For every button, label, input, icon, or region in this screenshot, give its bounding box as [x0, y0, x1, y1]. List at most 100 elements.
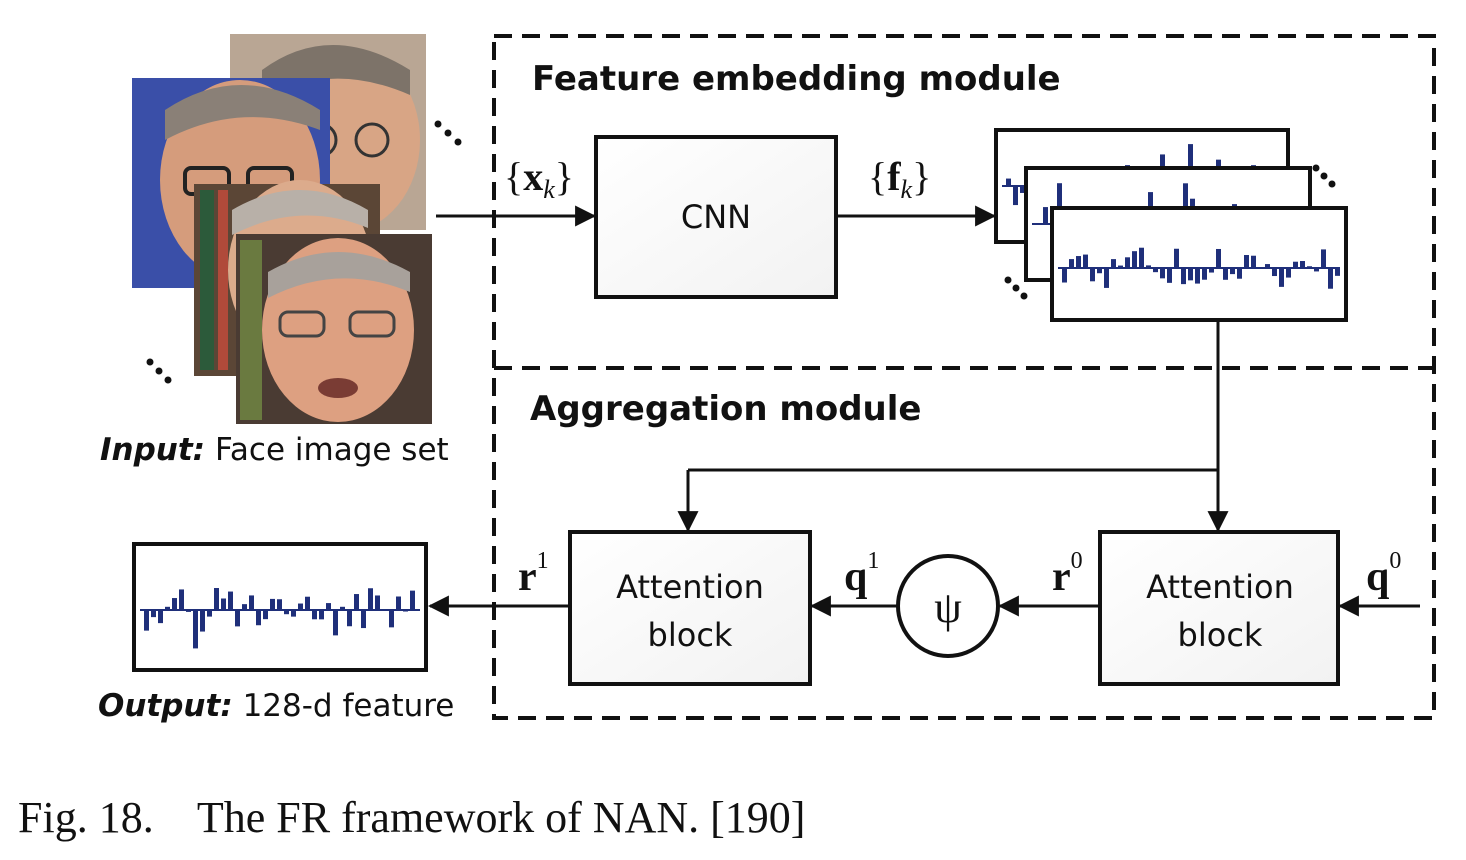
feature-bar — [1321, 249, 1326, 268]
feature-bar — [249, 595, 254, 610]
feature-bar — [1118, 265, 1123, 268]
feature-bar — [1300, 261, 1305, 268]
feature-bar — [1251, 255, 1256, 268]
feature-bar — [1209, 268, 1214, 273]
feature-bar — [312, 610, 317, 620]
feature-bar — [1328, 268, 1333, 289]
feature-bar — [375, 595, 380, 610]
feature-bar — [242, 604, 247, 610]
ellipsis-dots-cards-top — [1312, 164, 1336, 188]
feature-bar — [347, 610, 352, 627]
feature-bar — [1183, 183, 1188, 224]
feature-bar — [1314, 268, 1319, 272]
figure-caption: Fig. 18. The FR framework of NAN. [190] — [18, 793, 806, 842]
feature-bar — [256, 610, 261, 626]
feature-bar — [151, 610, 156, 618]
feature-bar — [1258, 268, 1263, 269]
feature-bar — [1146, 265, 1151, 268]
feature-bar — [1057, 183, 1062, 224]
feature-bar — [1307, 266, 1312, 268]
feature-bar — [1237, 268, 1242, 279]
feature-bar — [1188, 268, 1193, 281]
feature-bar — [305, 596, 310, 610]
feature-embedding-module-title: Feature embedding module — [532, 59, 1061, 99]
feature-bar — [1139, 247, 1144, 268]
feature-bar — [1174, 248, 1179, 268]
feature-bar — [1244, 255, 1249, 268]
feature-bar — [361, 610, 366, 629]
feature-bar — [263, 610, 268, 620]
feature-bar — [228, 591, 233, 610]
feature-bar — [1188, 144, 1193, 186]
feature-bar — [284, 610, 289, 615]
feature-bar — [1286, 268, 1291, 278]
fk-label: {fk} — [868, 154, 931, 204]
feature-bar — [396, 596, 401, 610]
feature-bar — [270, 598, 275, 610]
feature-bar — [186, 610, 191, 612]
output-label: Output: 128-d feature — [98, 688, 454, 724]
feature-bar — [1279, 268, 1284, 287]
feature-bar — [193, 610, 198, 649]
q1-label: q1 — [844, 548, 879, 600]
xk-label: {xk} — [504, 154, 574, 204]
psi-label: ψ — [934, 583, 962, 632]
attention-block-1 — [568, 530, 812, 686]
feature-bar — [179, 589, 184, 610]
feature-bar — [1132, 251, 1137, 268]
feature-bar — [221, 598, 226, 610]
feature-to-aggregation-connector — [677, 320, 1229, 533]
output-feature-card — [132, 542, 428, 672]
ellipsis-dots-bottom — [146, 358, 172, 384]
r1-label: r1 — [518, 548, 549, 600]
feature-bar — [333, 610, 338, 636]
feature-bar — [1272, 268, 1277, 277]
feature-bar — [1111, 259, 1116, 268]
feature-bar — [1062, 268, 1067, 283]
feature-bar — [410, 590, 415, 610]
feature-bar — [158, 610, 163, 624]
feature-bar — [1223, 268, 1228, 280]
feature-bar — [165, 606, 170, 610]
feature-bar — [1104, 268, 1109, 288]
feature-bar — [1090, 268, 1095, 282]
feature-bar — [235, 610, 240, 627]
feature-bar — [144, 610, 149, 631]
feature-bar — [200, 610, 205, 632]
attention-block-1-line2: block — [648, 616, 733, 654]
feature-bar — [172, 598, 177, 610]
feature-bar — [1202, 268, 1207, 280]
ellipsis-dots-top — [434, 120, 462, 146]
feature-bar — [1069, 259, 1074, 268]
feature-bar — [1293, 261, 1298, 268]
cnn-label: CNN — [681, 198, 751, 236]
face-image-1 — [236, 234, 432, 424]
feature-bar — [1006, 178, 1011, 186]
feature-bar — [214, 588, 219, 610]
feature-bar — [291, 610, 296, 617]
feature-bar — [326, 603, 331, 610]
feature-bar — [1216, 248, 1221, 268]
feature-bar — [207, 610, 212, 617]
feature-bar — [1160, 268, 1165, 279]
feature-card-1 — [1050, 206, 1348, 322]
attention-block-0-line1: Attention — [1146, 568, 1294, 606]
r0-label: r0 — [1052, 548, 1083, 600]
attention-block-0-line2: block — [1178, 616, 1263, 654]
feature-bar — [368, 588, 373, 610]
attention-block-1-line1: Attention — [616, 568, 764, 606]
feature-bar — [1125, 257, 1130, 268]
feature-bar — [1181, 268, 1186, 285]
feature-bar — [389, 610, 394, 628]
feature-bar — [1230, 268, 1235, 275]
input-label: Input: Face image set — [100, 432, 449, 468]
face-image-set — [132, 34, 462, 424]
aggregation-module-title: Aggregation module — [530, 389, 921, 429]
feature-bar — [403, 610, 408, 612]
feature-bar — [277, 599, 282, 610]
feature-bar — [354, 594, 359, 610]
feature-bar — [1076, 256, 1081, 268]
feature-bar — [298, 603, 303, 610]
feature-bar — [340, 606, 345, 610]
